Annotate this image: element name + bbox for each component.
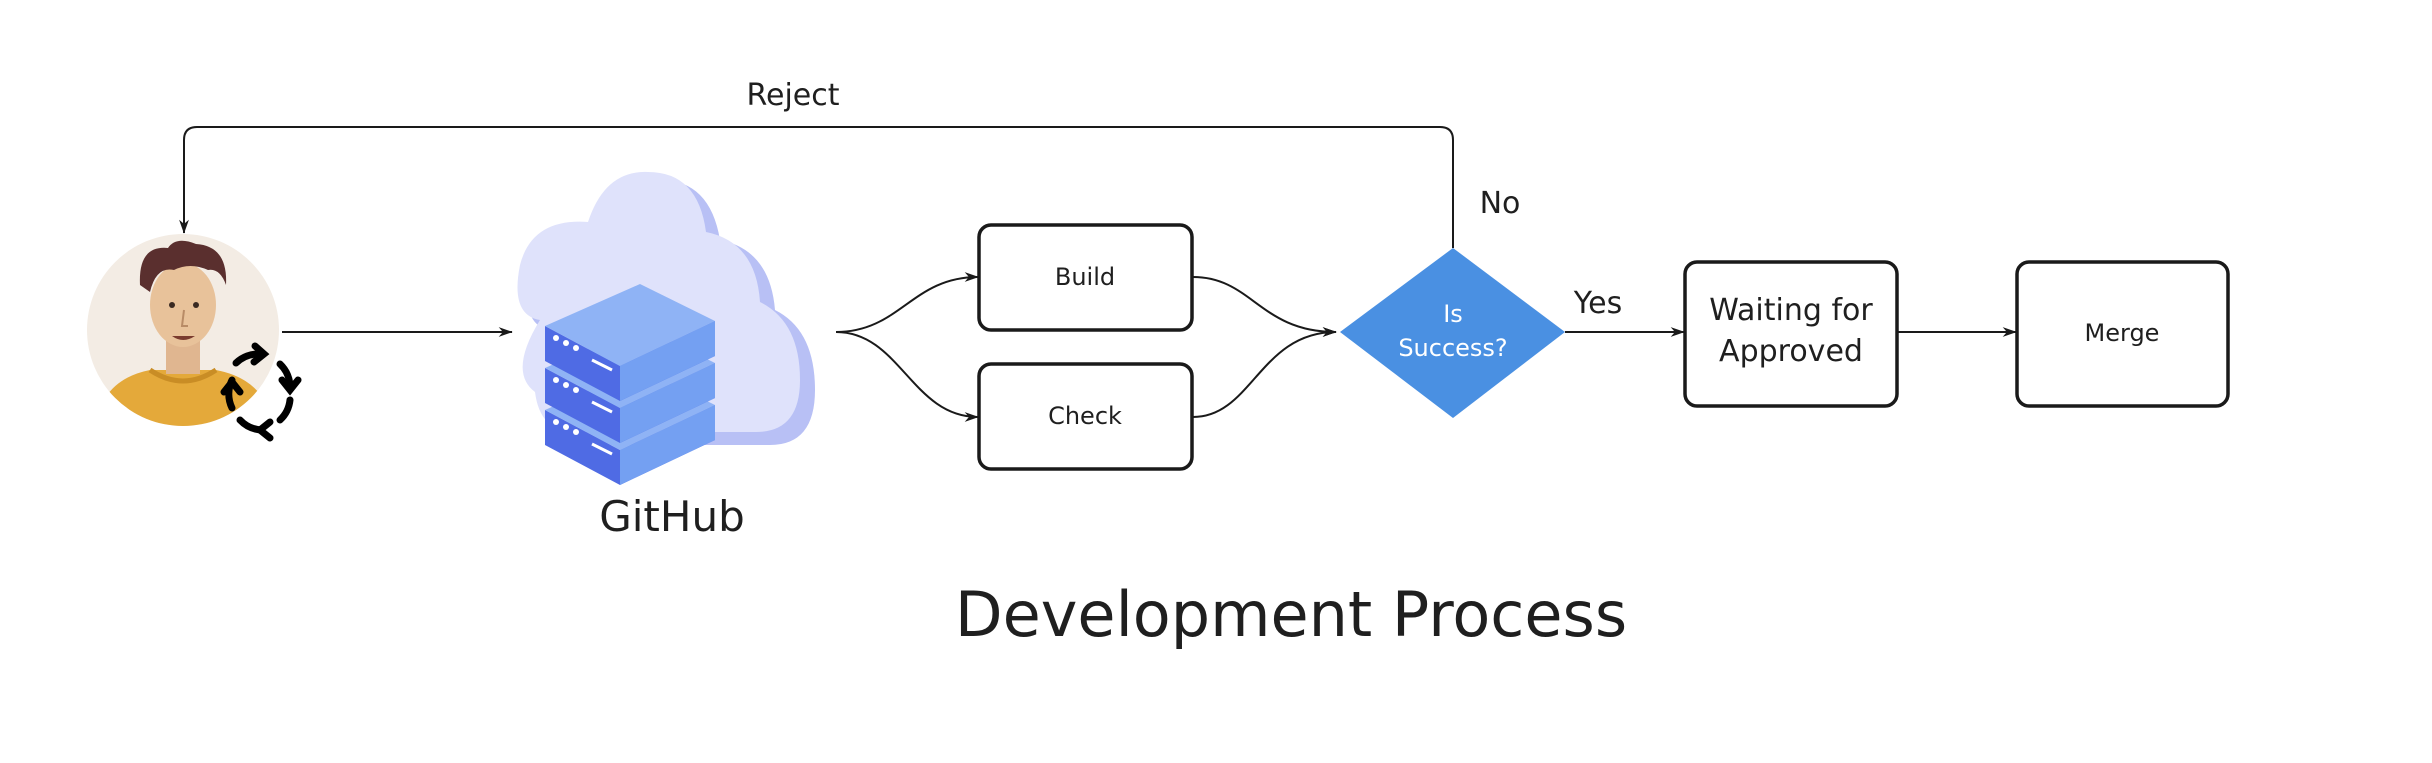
check-label: Check [1048,402,1122,430]
reject-label: Reject [746,78,839,113]
decision-node: Is Success? [1340,248,1565,418]
yes-label: Yes [1573,286,1622,321]
edge-check-to-decision [1192,327,1337,418]
merge-label: Merge [2085,319,2160,347]
cloud-server-icon [517,171,815,485]
edge-build-to-decision [1192,276,1337,337]
edge-reject-loop [179,126,1454,248]
check-node: Check [977,362,1194,471]
waiting-label-line2: Approved [1719,334,1863,369]
build-label: Build [1055,263,1115,291]
decision-label-line1: Is [1443,300,1463,328]
build-node: Build [977,223,1194,332]
diagram-title: Development Process [955,578,1627,651]
developer-avatar-icon [87,234,279,426]
github-label: GitHub [599,492,745,541]
decision-label-line2: Success? [1398,334,1507,362]
waiting-label-line1: Waiting for [1709,293,1873,328]
waiting-node: Waiting for Approved [1683,260,1899,408]
refresh-cycle-icon [220,342,302,442]
merge-node: Merge [2015,260,2230,408]
no-label: No [1480,186,1521,221]
edge-github-to-build [835,272,979,333]
edge-github-to-check [835,331,979,422]
